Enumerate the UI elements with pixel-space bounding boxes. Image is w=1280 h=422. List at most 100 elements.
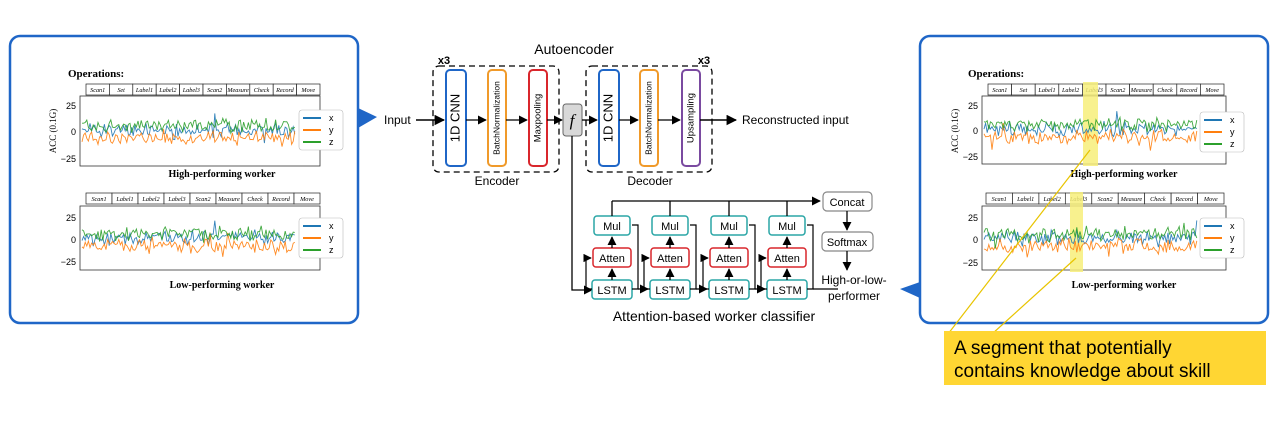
right-top-op-label: Label1 (1037, 87, 1055, 94)
right-bottom-op-label: Scan2 (1097, 196, 1112, 203)
left-top-legend-label: x (329, 113, 334, 123)
right-bottom-caption: Low-performing worker (1072, 280, 1177, 291)
callout-pointer-bottom (991, 257, 1077, 335)
right-top-op-label: Measure (1130, 87, 1153, 94)
left-top-ytick: 25 (66, 101, 76, 111)
encoder-label: Encoder (475, 174, 520, 188)
lstm-to-atten-side (758, 253, 767, 290)
left-panel-pointer (358, 108, 377, 128)
mul-label: Mul (720, 221, 738, 233)
right-top-legend-label: x (1230, 115, 1235, 125)
atten-label: Atten (774, 253, 800, 265)
decoder-up-label: Upsampling (686, 93, 697, 143)
left-top-op-label: Scan2 (207, 87, 222, 94)
left-top-legend: xyz (298, 109, 344, 151)
right-top-ytick: −25 (963, 152, 978, 162)
left-top-op-label: Scan1 (90, 87, 105, 94)
lstm-bypass-line (749, 224, 756, 290)
lstm-label: LSTM (597, 285, 626, 297)
right-bottom-series-z (983, 222, 1198, 249)
lstm-label: LSTM (772, 285, 801, 297)
decoder-bn-label: BatchNormalization (643, 81, 653, 155)
right-bottom-op-label: Label1 (1016, 196, 1034, 203)
input-label: Input (384, 113, 411, 127)
left-bottom-op-label: Record (271, 196, 291, 203)
left-bottom-ytick: 25 (66, 213, 76, 223)
left-top-op-cell (296, 83, 321, 96)
right-bottom-ytick: −25 (963, 258, 978, 268)
softmax-label: Softmax (827, 237, 868, 249)
encoder-repeat: x3 (438, 55, 450, 67)
left-top-op-label: Check (254, 87, 270, 94)
classifier-output-line2: performer (828, 289, 880, 303)
latent-feature-label: f (570, 111, 577, 130)
right-top-plot-frame (981, 95, 1227, 165)
right-operations-title: Operations: (968, 68, 1024, 80)
mul-label: Mul (778, 221, 796, 233)
right-top-legend-label: z (1230, 139, 1235, 149)
left-top-ytick: 0 (71, 127, 76, 137)
left-operations-title: Operations: (68, 68, 124, 80)
left-top-legend-label: y (329, 125, 334, 135)
callout-line1: A segment that potentially (954, 338, 1172, 359)
right-top-series-z (983, 115, 1198, 133)
right-bottom-legend-label: y (1230, 233, 1235, 243)
left-top-ytick: −25 (61, 154, 76, 164)
right-top-legend: xyz (1199, 111, 1245, 153)
lstm-to-atten-side (700, 253, 709, 290)
right-top-yticks: 250−25 (963, 101, 978, 162)
right-bottom-series-y (983, 237, 1198, 258)
left-bottom-legend-label: z (329, 245, 334, 255)
right-bottom-signal (983, 220, 1198, 258)
right-panel: Operations: Scan1SetLabel1Label2Label3Sc… (900, 34, 1270, 325)
left-bottom-op-label: Label1 (115, 196, 133, 203)
atten-label: Atten (599, 253, 625, 265)
left-bottom-series-z (81, 225, 295, 243)
right-top-caption: High-performing worker (1071, 169, 1178, 180)
left-top-legend-label: z (329, 137, 334, 147)
concat-label: Concat (830, 197, 865, 209)
autoencoder-title: Autoencoder (534, 41, 614, 57)
left-top-op-label: Set (117, 87, 125, 94)
encoder-bn-label: BatchNormalization (491, 81, 501, 155)
right-top-op-label: Set (1020, 87, 1028, 94)
right-ylabel: ACC (0.1G) (950, 109, 960, 154)
right-bottom-yticks: 250−25 (963, 213, 978, 268)
classifier: LSTMAttenMulLSTMAttenMulLSTMAttenMulLSTM… (571, 136, 887, 324)
left-bottom-signal (81, 220, 296, 257)
lstm-bypass-line (632, 224, 639, 290)
left-bottom-ytick: 0 (71, 235, 76, 245)
encoder-cnn-block (445, 69, 467, 167)
right-bottom-op-label: Check (1150, 196, 1166, 203)
left-bottom-op-label: Label2 (141, 196, 159, 203)
right-top-ytick: 0 (973, 126, 978, 136)
left-top-series-y (81, 129, 296, 147)
right-top-op-label: Scan1 (992, 87, 1007, 94)
autoencoder: Autoencoder x3 x3 Encoder Decoder Input … (384, 41, 849, 188)
right-top-op-label: Label2 (1061, 87, 1079, 94)
lstm-to-atten-side (583, 253, 592, 290)
classifier-output-line1: High-or-low- (821, 273, 886, 287)
lstm-bypass-line (690, 224, 697, 290)
left-bottom-op-label: Scan1 (91, 196, 106, 203)
left-bottom-op-cell (293, 192, 321, 205)
right-top-series-y (983, 123, 1198, 151)
right-top-op-label: Move (1204, 87, 1219, 94)
left-bottom-op-label: Check (247, 196, 263, 203)
right-top-series-x (983, 111, 1198, 139)
decoder-bn-block (639, 69, 659, 167)
encoder-pool-block (528, 69, 548, 167)
right-top-legend-label: y (1230, 127, 1235, 137)
left-top-caption: High-performing worker (169, 169, 276, 180)
right-top-op-label: Check (1157, 87, 1173, 94)
encoder-bn-block (487, 69, 507, 167)
right-bottom-op-label: Record (1175, 196, 1195, 203)
right-bottom-ytick: 25 (968, 213, 978, 223)
decoder-label: Decoder (627, 174, 672, 188)
left-bottom-yticks: 25 0 −25 (61, 213, 76, 267)
left-bottom-ytick: −25 (61, 257, 76, 267)
encoder-cnn-label: 1D CNN (447, 94, 462, 142)
